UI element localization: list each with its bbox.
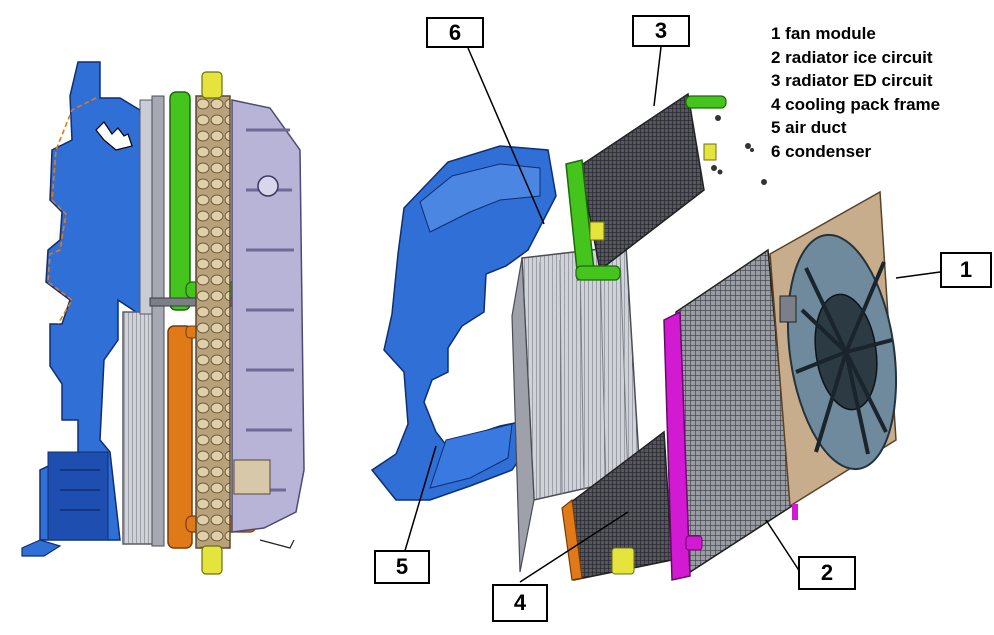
callout-2: 2 [798,556,856,590]
leader-line-6 [467,47,545,225]
hand-cursor-icon [95,121,133,151]
legend-item-air-duct: 5 air duct [771,118,847,137]
legend-item-radiator-ice-circuit: 2 radiator ice circuit [771,47,933,67]
radiator-core-side [195,95,231,549]
fan-module-side [231,99,305,533]
leader-line-4 [519,511,629,583]
fasteners [711,115,767,185]
callout-1: 1 [940,252,992,288]
legend-item-cooling-pack-frame: 4 cooling pack frame [771,94,941,114]
callout-6: 6 [426,17,484,48]
ed-radiator [565,92,727,282]
leader-lines [403,46,941,583]
legend-item-condenser: 6 condenser [771,141,872,161]
callout-4: 4 [492,584,548,622]
condenser [511,245,641,573]
leader-line-5 [403,445,437,555]
leader-line-3 [653,46,662,107]
legend-item-radiator-ed-circuit: 3 radiator ED circuit [771,71,933,90]
leader-line-1 [895,271,941,279]
leader-line-2 [765,519,801,573]
legend-item-fan-module: 1 fan module [771,24,876,43]
assembled-side-view [21,61,305,575]
parts-legend: 1 fan module 2 radiator ice circuit 3 ra… [771,22,940,163]
callout-3: 3 [632,15,690,47]
ed-radiator-tank-side [169,91,191,311]
fan-module [769,190,898,520]
ice-radiator-tank-side [167,325,193,549]
callout-5: 5 [374,550,430,584]
exploded-view [370,92,898,581]
